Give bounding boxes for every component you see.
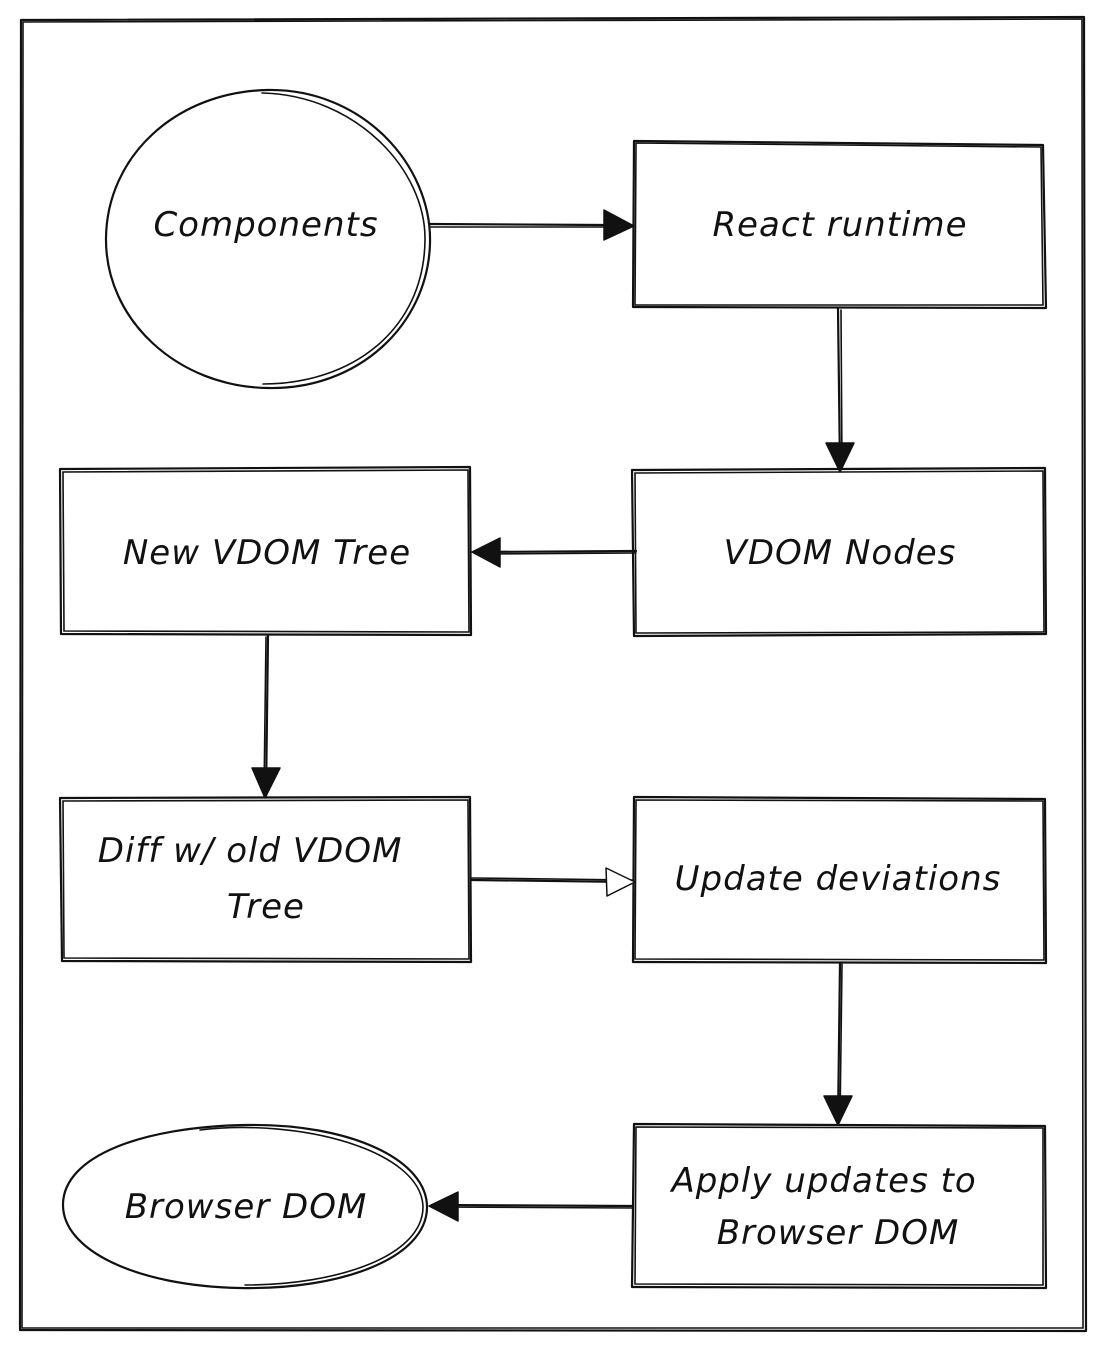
edge-react-runtime-to-vdom-nodes bbox=[825, 307, 855, 473]
edge-new-vdom-tree-to-diff bbox=[251, 634, 281, 799]
node-update-deviations: Update deviations bbox=[631, 795, 1048, 965]
node-label-line: Update deviations bbox=[675, 859, 1002, 899]
diagram-frame bbox=[18, 15, 1088, 1333]
node-react-runtime: React runtime bbox=[631, 139, 1048, 310]
node-apply-updates: Apply updates to Browser DOM bbox=[630, 1122, 1048, 1290]
node-new-vdom-tree: New VDOM Tree bbox=[58, 465, 473, 637]
edge-vdom-nodes-to-new-vdom-tree bbox=[471, 537, 638, 568]
node-vdom-nodes: VDOM Nodes bbox=[630, 466, 1048, 638]
edge-components-to-react-runtime bbox=[428, 209, 635, 241]
node-label-line: Diff w/ old VDOM bbox=[98, 831, 403, 871]
node-label-line: Apply updates to bbox=[669, 1161, 976, 1201]
node-label: New VDOM Tree bbox=[123, 533, 411, 573]
node-browser-dom: Browser DOM bbox=[61, 1123, 429, 1290]
node-label-line: Browser DOM bbox=[125, 1187, 368, 1227]
node-label: React runtime bbox=[712, 205, 967, 245]
node-label-line: New VDOM Tree bbox=[123, 533, 411, 573]
node-label: Browser DOM bbox=[125, 1187, 368, 1227]
node-label: VDOM Nodes bbox=[724, 533, 957, 573]
node-label-line: Components bbox=[153, 205, 378, 245]
edge-diff-to-update-deviations bbox=[470, 867, 636, 897]
node-label: Apply updates to Browser DOM bbox=[669, 1161, 988, 1253]
node-label: Update deviations bbox=[675, 859, 1002, 899]
node-label-line: React runtime bbox=[712, 205, 967, 245]
node-label-line: VDOM Nodes bbox=[724, 533, 957, 573]
edge-update-deviations-to-apply-updates bbox=[823, 961, 853, 1126]
node-label-line: Browser DOM bbox=[717, 1213, 960, 1253]
edge-apply-updates-to-browser-dom bbox=[428, 1191, 635, 1222]
node-label: Components bbox=[153, 205, 378, 245]
node-label: Diff w/ old VDOM Tree bbox=[98, 831, 414, 927]
node-label-line: Tree bbox=[227, 887, 305, 927]
node-diff-old-vdom: Diff w/ old VDOM Tree bbox=[58, 795, 473, 964]
node-components: Components bbox=[104, 88, 432, 390]
